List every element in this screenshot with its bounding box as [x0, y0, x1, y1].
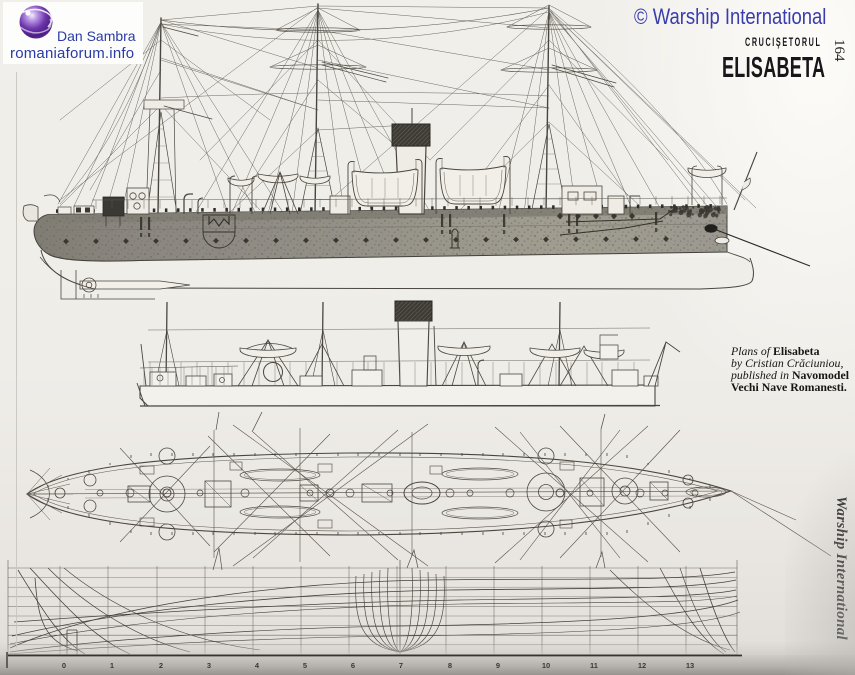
svg-text:3: 3: [207, 661, 211, 670]
svg-text:1: 1: [110, 661, 114, 670]
svg-text:7: 7: [399, 661, 403, 670]
svg-text:0: 0: [62, 661, 66, 670]
svg-text:9: 9: [496, 661, 500, 670]
svg-text:10: 10: [542, 661, 550, 670]
svg-text:11: 11: [590, 661, 598, 670]
svg-text:12: 12: [638, 661, 646, 670]
svg-text:4: 4: [255, 661, 260, 670]
svg-text:2: 2: [159, 661, 163, 670]
svg-text:6: 6: [351, 661, 355, 670]
svg-text:8: 8: [448, 661, 452, 670]
svg-text:5: 5: [303, 661, 307, 670]
svg-text:13: 13: [686, 661, 694, 670]
